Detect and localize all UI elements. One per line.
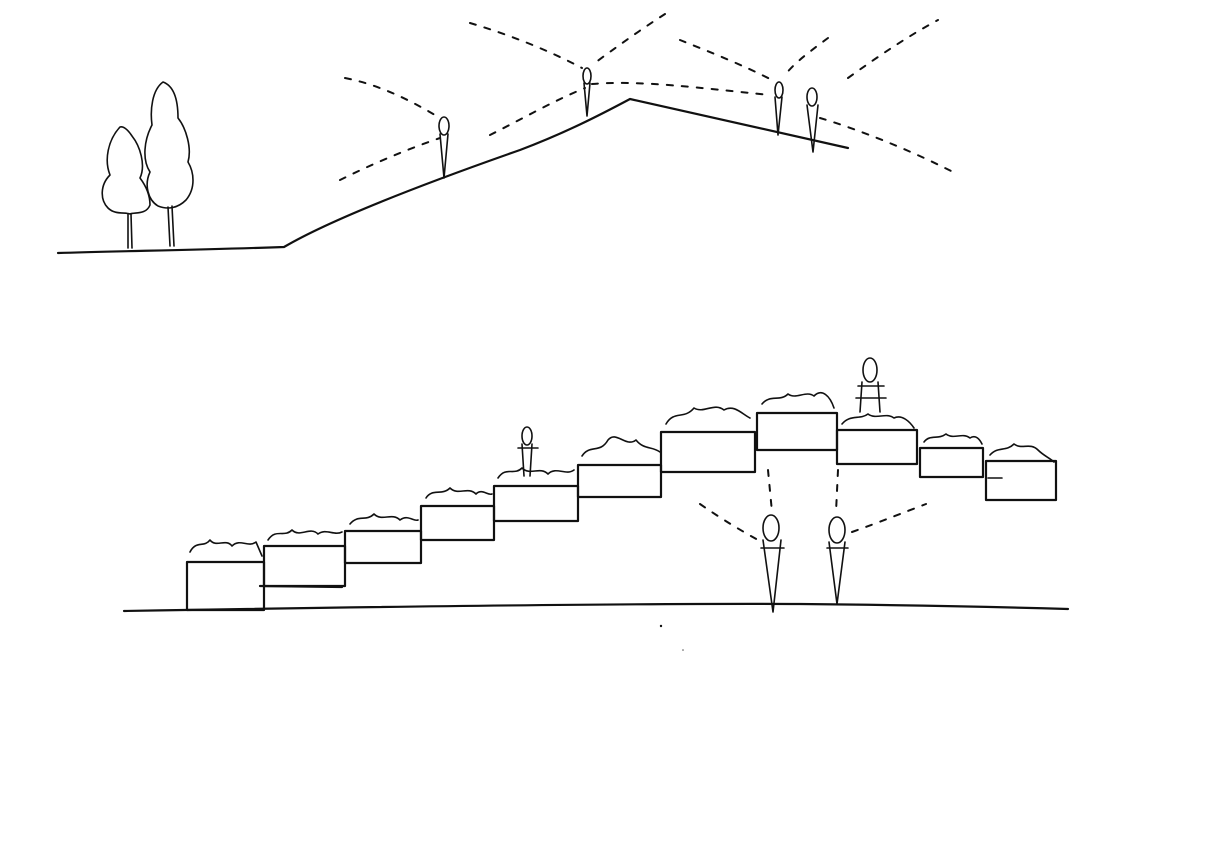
stray-mark <box>659 624 663 628</box>
person-icon <box>826 516 849 605</box>
ground-line <box>56 97 850 255</box>
upper-section <box>56 13 956 255</box>
stepped-planter-terraces <box>185 392 1058 612</box>
sightline-dashes <box>339 13 956 181</box>
person-icon <box>760 514 785 613</box>
tree-icon <box>144 81 194 247</box>
lower-section <box>122 357 1070 651</box>
person-icon <box>855 357 887 413</box>
person-icon <box>517 426 539 477</box>
planter-box <box>576 436 663 499</box>
planter-box <box>659 406 757 474</box>
planter-box <box>343 513 423 565</box>
planter-box <box>258 529 347 589</box>
tree-icon <box>101 126 151 249</box>
planter-box <box>419 487 496 542</box>
person-icon <box>806 87 819 153</box>
planter-box <box>918 433 985 479</box>
sightline-dashes <box>699 469 927 541</box>
planter-box <box>492 467 580 523</box>
planter-box <box>755 392 839 452</box>
planter-box <box>835 413 919 466</box>
person-icon <box>438 116 450 179</box>
ground-line <box>122 602 1070 613</box>
planter-box <box>185 539 266 612</box>
stray-mark <box>682 649 684 651</box>
planter-box <box>984 443 1058 502</box>
person-icon <box>582 67 592 117</box>
person-icon <box>774 81 784 136</box>
